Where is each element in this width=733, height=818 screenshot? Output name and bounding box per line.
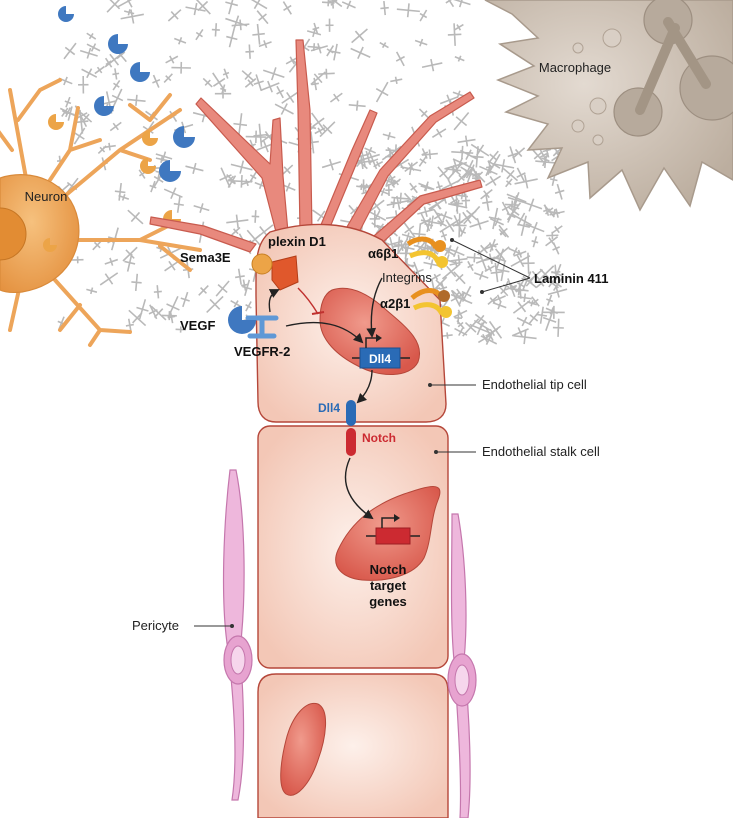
dll4-label: Dll4 [318,401,340,415]
lower-cell-nucleus [280,702,327,796]
tip-cell-filopodia [149,39,483,257]
dll4-gene: Dll4 [352,334,410,369]
integrin-a2b1 [410,288,452,318]
stalk-cell-label: Endothelial stalk cell [482,444,600,459]
neuron: Neuron [0,78,202,347]
integrins-label: Integrins [382,270,432,285]
sema3e-label: Sema3E [180,250,231,265]
laminin-label: Laminin 411 [534,271,608,286]
tip-cell-label: Endothelial tip cell [482,377,587,392]
notch-receptor [346,428,356,456]
leader-lines [194,238,531,628]
notch-targets-line1: Notch [370,562,407,577]
signaling-arrows [268,277,383,520]
vegfr2-receptor [228,306,279,339]
macrophage-label: Macrophage [539,60,611,75]
a2b1-label: α2β1 [380,296,410,311]
macrophage-body [484,0,733,212]
notch-targets-line2: target [370,578,407,593]
notch-label: Notch [362,431,396,445]
vegf-molecules [58,6,195,182]
sema3e-bound [251,253,273,275]
plexin-d1-receptor [251,253,299,291]
pericyte-left [222,469,253,801]
macrophage: Macrophage [484,0,733,212]
neuron-label: Neuron [25,189,68,204]
dll4-notch-junction [346,400,356,456]
notch-target-gene [366,514,420,545]
notch-targets-line3: genes [369,594,407,609]
integrin-a6b1 [406,236,448,268]
vegf-label: VEGF [180,318,215,333]
vegfr2-label: VEGFR-2 [234,344,290,359]
dll4-gene-label: Dll4 [369,352,391,366]
plexin-d1-label: plexin D1 [268,234,326,249]
a6b1-label: α6β1 [368,246,398,261]
dll4-ligand [346,400,356,426]
pericyte-label: Pericyte [132,618,179,633]
pericyte-right [447,513,477,818]
